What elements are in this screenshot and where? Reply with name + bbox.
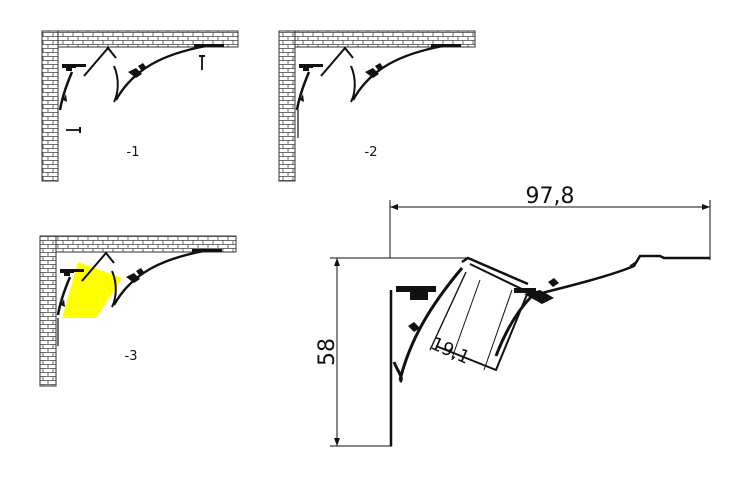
- panel-1: -1: [41, 30, 239, 182]
- profile-cross-section: 19,1: [389, 254, 710, 446]
- panel-label: -1: [127, 145, 140, 160]
- wall-bricks: [39, 235, 237, 387]
- width-value: 97,8: [526, 184, 575, 209]
- detail-drawing: 97,8 58: [315, 184, 711, 447]
- height-dimension: 58: [315, 257, 468, 447]
- profile-assembly: [295, 42, 463, 112]
- wall-bricks: [41, 30, 239, 182]
- diagonal-value: 19,1: [428, 333, 473, 368]
- wall-bricks: [278, 30, 476, 182]
- panel-label: -2: [365, 145, 378, 160]
- screw-icon: [66, 127, 81, 133]
- height-value: 58: [315, 338, 340, 366]
- panel-3: -3: [39, 235, 237, 387]
- profile-assembly: [58, 42, 226, 112]
- panel-label: -3: [125, 349, 138, 364]
- panel-2: -2: [278, 30, 476, 182]
- led-highlight: [62, 262, 122, 318]
- width-dimension: 97,8: [389, 184, 711, 260]
- led-housing: [429, 263, 530, 372]
- screw-icon: [199, 55, 205, 70]
